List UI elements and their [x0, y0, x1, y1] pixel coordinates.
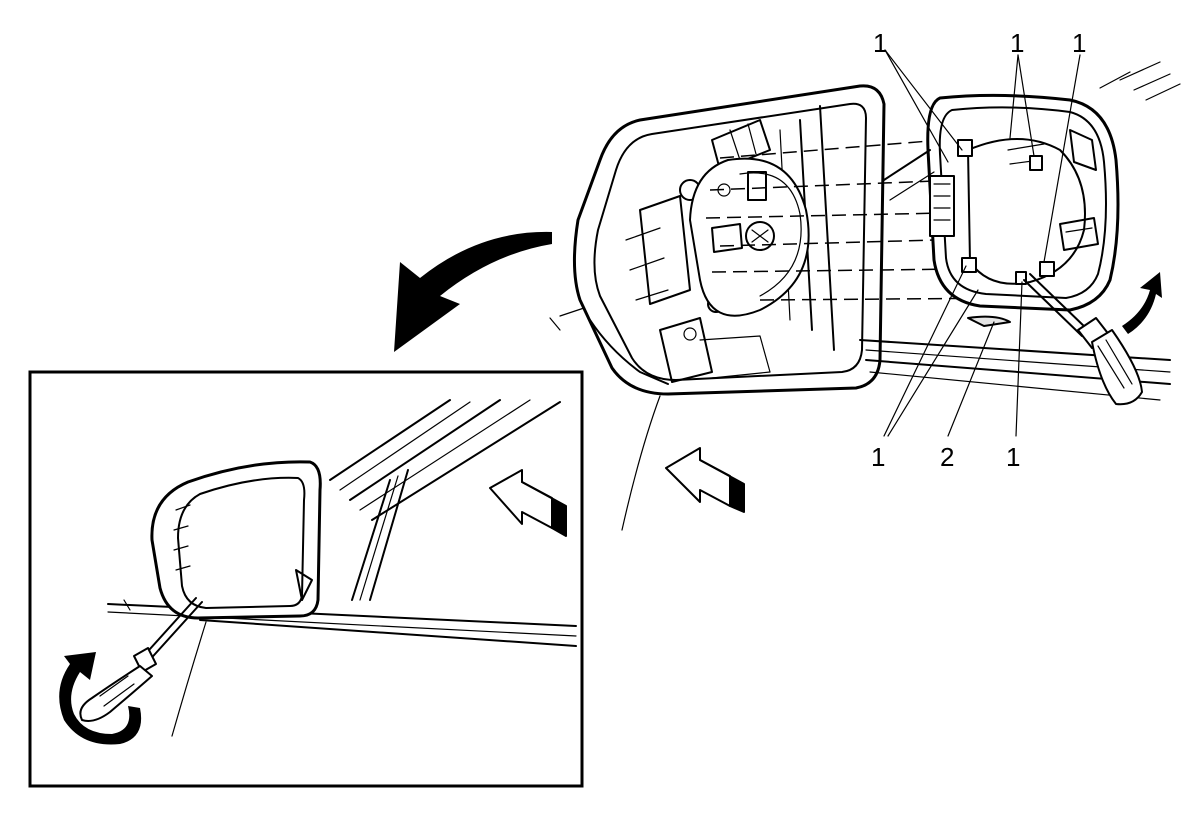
curved-arrow-icon	[394, 231, 552, 352]
screwdriver-main	[1023, 273, 1143, 406]
up-curved-arrow-icon	[1122, 272, 1162, 334]
callout-2-bottom: 2	[940, 442, 954, 472]
push-arrow-icon	[665, 447, 745, 513]
callout-1-bottom-left: 1	[871, 442, 885, 472]
glass-backing-plate	[689, 157, 810, 317]
callout-labels: 1 1 1 1 2 1	[871, 28, 1086, 472]
callout-1-top-right: 1	[1072, 28, 1086, 58]
callout-1-top-left: 1	[873, 28, 887, 58]
leader-lines	[883, 49, 1081, 437]
inset-detail	[28, 370, 584, 788]
callout-1-bottom-right: 1	[1006, 442, 1020, 472]
mirror-glass	[926, 93, 1120, 327]
callout-1-top-mid: 1	[1010, 28, 1024, 58]
